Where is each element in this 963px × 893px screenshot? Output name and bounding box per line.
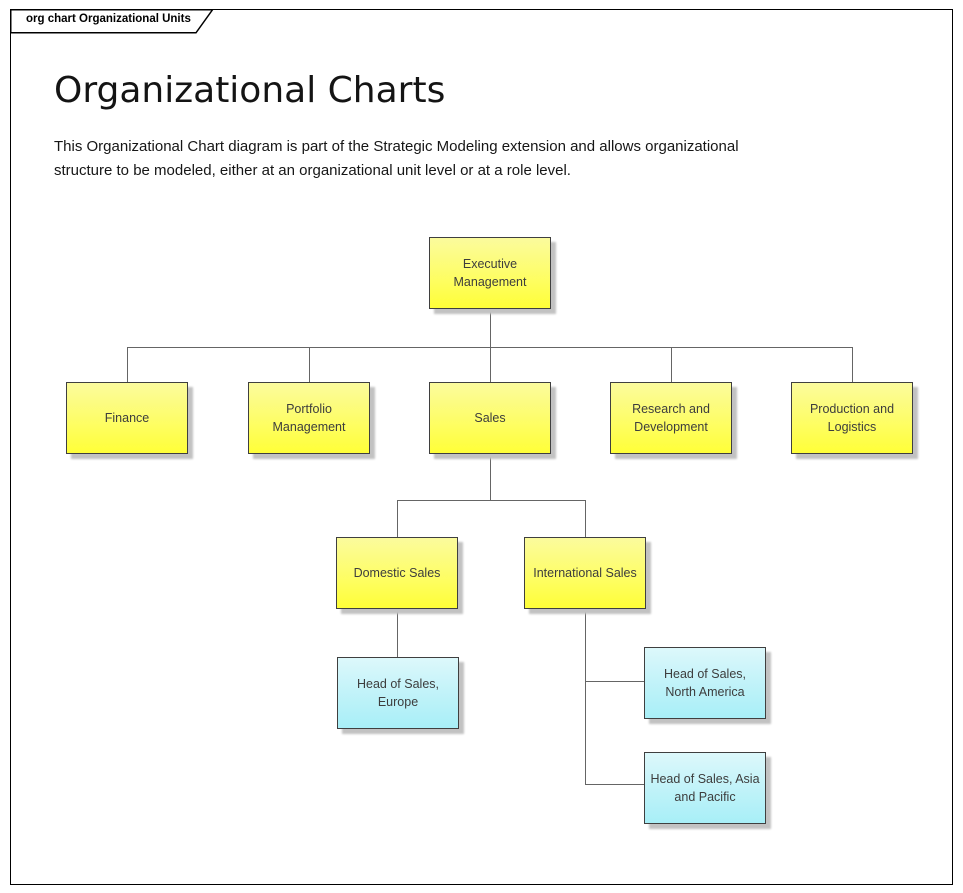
page-title: Organizational Charts xyxy=(54,70,446,111)
frame-tab-shape xyxy=(10,9,214,34)
org-node-label: Executive Management xyxy=(453,257,527,289)
org-node-label: Portfolio Management xyxy=(272,402,346,434)
connector-asia-pacific-branch xyxy=(585,784,644,785)
connector-rnd-drop xyxy=(671,347,672,382)
frame-tab-label: org chart Organizational Units xyxy=(26,13,191,25)
org-node-label: Research and Development xyxy=(632,402,710,434)
org-node-head-of-sales-europe[interactable]: Head of Sales, Europe xyxy=(337,657,459,729)
org-node-research-and-development[interactable]: Research and Development xyxy=(610,382,732,454)
org-node-domestic-sales[interactable]: Domestic Sales xyxy=(336,537,458,609)
org-node-label: Production and Logistics xyxy=(809,402,895,434)
org-node-executive-management[interactable]: Executive Management xyxy=(429,237,551,309)
connector-portfolio-drop xyxy=(309,347,310,382)
org-node-portfolio-management[interactable]: Portfolio Management xyxy=(248,382,370,454)
diagram-frame-tab xyxy=(10,9,214,34)
connector-international-drop xyxy=(585,500,586,537)
connector-north-america-branch xyxy=(585,681,644,682)
org-node-finance[interactable]: Finance xyxy=(66,382,188,454)
connector-production-drop xyxy=(852,347,853,382)
org-node-international-sales[interactable]: International Sales xyxy=(524,537,646,609)
connector-europe-drop xyxy=(397,609,398,657)
connector-exec-drop xyxy=(490,309,491,347)
org-node-sales[interactable]: Sales xyxy=(429,382,551,454)
connector-finance-drop xyxy=(127,347,128,382)
org-node-label: International Sales xyxy=(533,566,637,580)
connector-sales-drop xyxy=(490,347,491,382)
page-description: This Organizational Chart diagram is par… xyxy=(54,138,739,179)
connector-international-down xyxy=(585,609,586,785)
org-node-head-of-sales-north-america[interactable]: Head of Sales, North America xyxy=(644,647,766,719)
org-node-production-and-logistics[interactable]: Production and Logistics xyxy=(791,382,913,454)
org-node-label: Sales xyxy=(474,411,506,425)
connector-domestic-drop xyxy=(397,500,398,537)
org-node-label: Head of Sales, Asia and Pacific xyxy=(650,772,760,804)
connector-level3-bus xyxy=(397,500,586,501)
org-node-label: Domestic Sales xyxy=(353,566,441,580)
org-node-label: Head of Sales, Europe xyxy=(357,677,439,709)
org-node-head-of-sales-asia-pacific[interactable]: Head of Sales, Asia and Pacific xyxy=(644,752,766,824)
org-node-label: Head of Sales, North America xyxy=(664,667,746,699)
connector-sales-down xyxy=(490,454,491,500)
org-node-label: Finance xyxy=(104,411,150,425)
